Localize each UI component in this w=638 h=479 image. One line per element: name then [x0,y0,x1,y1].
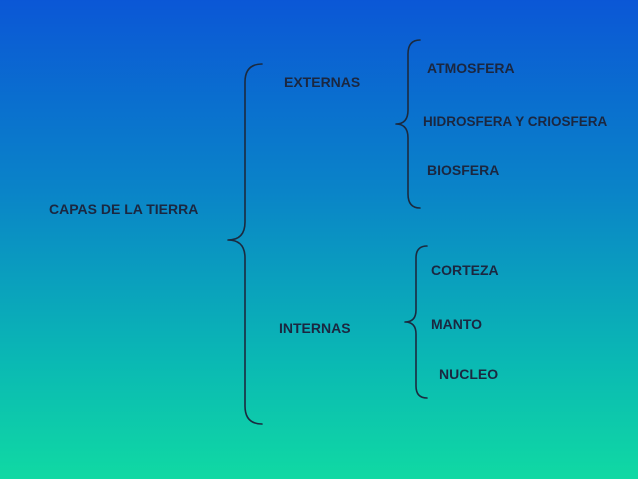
root-label: CAPAS DE LA TIERRA [49,201,199,217]
item-nucleo: NUCLEO [439,366,499,382]
group-label-externas: EXTERNAS [284,74,361,90]
item-biosfera: BIOSFERA [427,162,500,178]
internas-brace [404,245,428,399]
main-brace [227,63,263,425]
group-label-internas: INTERNAS [279,320,351,336]
item-corteza: CORTEZA [431,262,499,278]
item-hidrosfera-criosfera: HIDROSFERA Y CRIOSFERA [423,114,608,129]
externas-brace [395,39,421,209]
item-atmosfera: ATMOSFERA [427,60,515,76]
item-manto: MANTO [431,316,483,332]
